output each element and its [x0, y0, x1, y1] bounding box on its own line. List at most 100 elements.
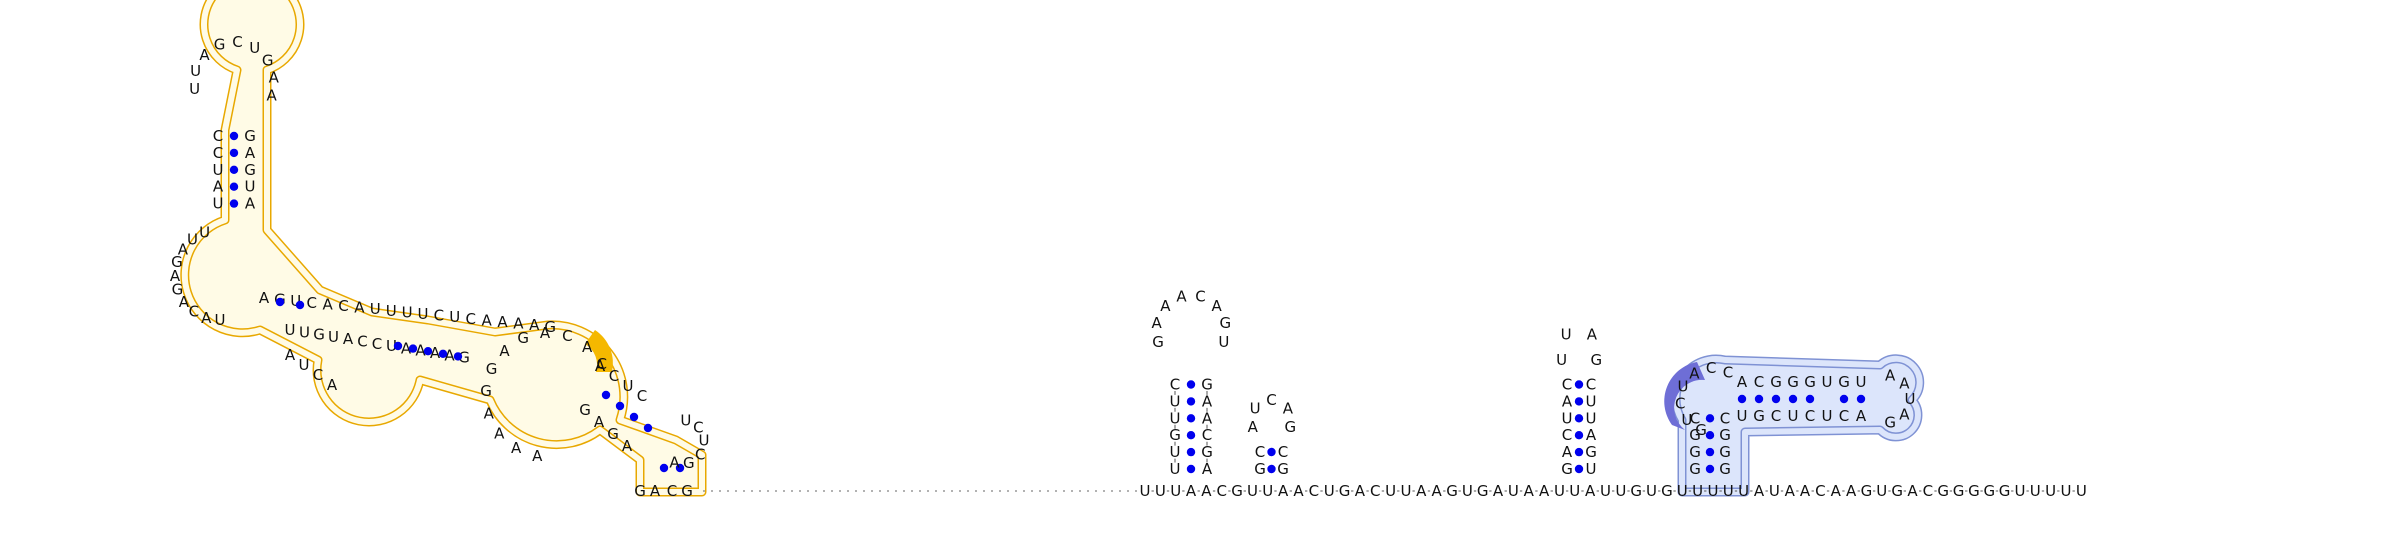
- yellow-inner-bottom-12: A: [444, 346, 455, 364]
- linker-3: U: [1170, 482, 1181, 500]
- yellow-terminal-loop-4: C: [695, 445, 705, 463]
- yellow-terminal-loop-6: A: [669, 454, 680, 472]
- linker-47: A: [1846, 482, 1857, 500]
- blue-top-strand-5: G: [1804, 373, 1816, 391]
- blue-top-strand-3: G: [1770, 373, 1782, 391]
- hairpin-b-stem5-2: C: [1255, 443, 1265, 461]
- left-tail-2: A: [650, 482, 661, 500]
- linker-23: G: [1477, 482, 1489, 500]
- hairpin-c-loop-2: U: [1561, 326, 1572, 344]
- hairpin-b-loop-3: C: [1266, 391, 1276, 409]
- blue-bottom-strand-2: G: [1753, 407, 1765, 425]
- blue-top-strand-4: G: [1787, 373, 1799, 391]
- yellow-accent-mark: [585, 330, 613, 372]
- hairpin-a-stem5-3: G: [1169, 426, 1181, 444]
- hairpin-a-stem3-2: G: [1201, 443, 1213, 461]
- yellow-stem-left-3: U: [213, 161, 224, 179]
- linker-57: G: [1999, 482, 2011, 500]
- yellow-stem-right-3: G: [244, 161, 256, 179]
- linker-24: A: [1493, 482, 1504, 500]
- bp-hairpin-c-1: [1574, 464, 1584, 474]
- hairpin-a-loop-5: C: [1195, 287, 1205, 305]
- bp-blue-vertical-4: [1705, 414, 1715, 423]
- yellow-inner-bottom-11: A: [430, 344, 441, 362]
- linker-12: C: [1309, 482, 1319, 500]
- yellow-multiloop-left-9: A: [201, 309, 212, 327]
- yellow-stem-right-4: U: [245, 178, 256, 196]
- linker-26: A: [1524, 482, 1535, 500]
- hairpin-c-stem3-6: C: [1586, 376, 1596, 394]
- yellow-stem-right-1: G: [244, 127, 256, 145]
- hairpin-a-stem3-5: A: [1202, 392, 1213, 410]
- hairpin-b-loop-2: U: [1250, 400, 1261, 418]
- yellow-highlight-region-inner: [181, 0, 705, 495]
- blue-bottom-strand-5: C: [1805, 407, 1815, 425]
- linker-40: U: [1738, 482, 1749, 500]
- hairpin-c-stem3-2: G: [1585, 443, 1597, 461]
- yellow-inner-bottom-10: A: [415, 342, 426, 360]
- linker-62: U: [2076, 482, 2087, 500]
- yellow-diag-right-4: A: [622, 437, 633, 455]
- yellow-inner-bottom-9: A: [401, 339, 412, 357]
- blue-hairpin-loop-3: U: [1905, 390, 1916, 408]
- yellow-inner-bottom-5: A: [343, 330, 354, 348]
- hairpin-c-stem5-1: G: [1561, 460, 1573, 478]
- yellow-inner-bottom-7: C: [372, 335, 382, 353]
- linker-45: C: [1815, 482, 1825, 500]
- bp-hairpin-a-5: [1186, 397, 1196, 406]
- linker-52: C: [1923, 482, 1933, 500]
- linker-33: G: [1630, 482, 1642, 500]
- yellow-top-loop-4: G: [214, 36, 226, 54]
- blue-loop-left-2: U: [1681, 411, 1692, 429]
- yellow-top-loop-7: G: [262, 52, 274, 70]
- hairpin-c-stem5-3: C: [1562, 426, 1572, 444]
- hairpin-c-stem3-3: A: [1586, 426, 1597, 444]
- linker-37: U: [1692, 482, 1703, 500]
- yellow-stem-left-5: U: [213, 195, 224, 213]
- blue-bottom-strand-4: U: [1788, 407, 1799, 425]
- linker-28: U: [1554, 482, 1565, 500]
- linker-53: G: [1937, 482, 1949, 500]
- yellow-multiloop-left-6: G: [172, 281, 184, 299]
- yellow-inner-top-15: A: [481, 311, 492, 329]
- yellow-stem-right-2: A: [245, 144, 256, 162]
- blue-top-strand-1: A: [1737, 373, 1748, 391]
- hairpin-a-loop-2: A: [1152, 314, 1163, 332]
- yellow-bulge-1: A: [285, 346, 296, 364]
- linker-25: U: [1508, 482, 1519, 500]
- left-tail-1: G: [634, 482, 646, 500]
- blue-stem5-3: G: [1689, 426, 1701, 444]
- linker-21: G: [1446, 482, 1458, 500]
- hairpin-c-stem5-6: C: [1562, 376, 1572, 394]
- hairpin-c-stem3-5: U: [1586, 392, 1597, 410]
- yellow-stem-left-2: C: [213, 144, 223, 162]
- yellow-stem-left-1: C: [213, 127, 223, 145]
- hairpin-a-loop-6: A: [1212, 297, 1223, 315]
- yellow-bulge-2: U: [299, 356, 310, 374]
- yellow-multiloop-left-7: A: [179, 293, 190, 311]
- blue-loop-left-6: C: [1706, 359, 1716, 377]
- blue-stem3-2: G: [1719, 443, 1731, 461]
- yellow-stem-right-5: A: [245, 195, 256, 213]
- yellow-terminal-loop-2: C: [693, 418, 703, 436]
- linker-55: G: [1968, 482, 1980, 500]
- hairpin-a-stem5-5: U: [1170, 392, 1181, 410]
- hairpin-b-loop-5: G: [1284, 418, 1296, 436]
- blue-bottom-strand-6: U: [1822, 407, 1833, 425]
- bp-yellow-top-2: [229, 148, 239, 158]
- linker-38: U: [1707, 482, 1718, 500]
- bp-blue-horizontal-3: [1771, 394, 1781, 404]
- yellow-top-loop-9: A: [266, 87, 277, 105]
- yellow-multiloop-left-3: A: [178, 241, 189, 259]
- hairpin-c-stem3-1: U: [1586, 460, 1597, 478]
- bp-yellow-left-2: [295, 300, 305, 310]
- bp-blue-vertical-3: [1705, 431, 1715, 440]
- bp-yellow-left-1: [275, 297, 285, 307]
- linker-5: A: [1201, 482, 1212, 500]
- bp-hairpin-c-2: [1574, 447, 1584, 457]
- yellow-inner-top-3: U: [290, 292, 301, 310]
- bp-hairpin-a-3: [1186, 431, 1196, 440]
- blue-hairpin-loop-4: A: [1899, 405, 1910, 423]
- bp-yellow-diag-2: [615, 401, 625, 411]
- linker-18: U: [1400, 482, 1411, 500]
